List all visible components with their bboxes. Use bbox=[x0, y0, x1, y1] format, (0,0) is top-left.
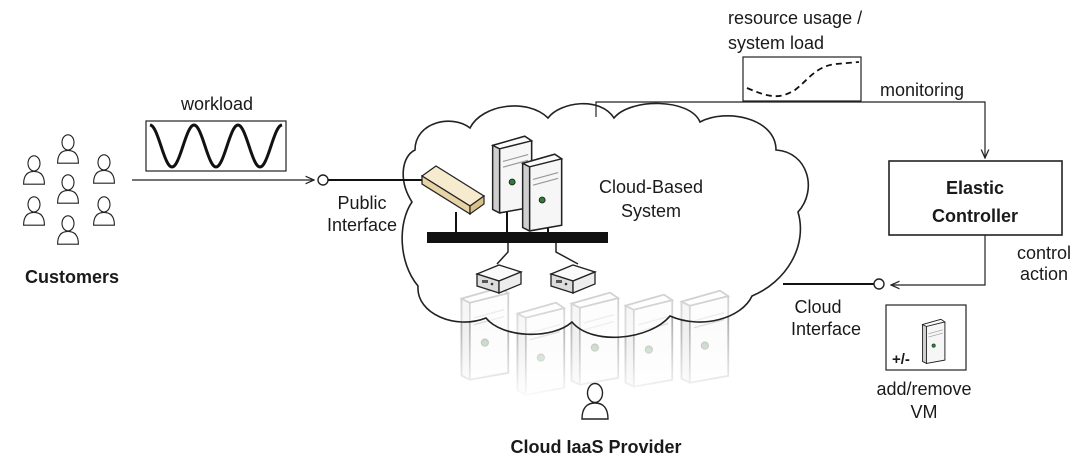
cloud-interface-label-1: Cloud bbox=[794, 297, 841, 317]
controller-label-1: Elastic bbox=[946, 178, 1004, 198]
add-remove-label-1: add/remove bbox=[876, 379, 971, 399]
monitoring-connector bbox=[595, 101, 985, 158]
resource-usage-chart: resource usage / system load bbox=[728, 8, 862, 102]
person-icon bbox=[93, 196, 115, 226]
person-icon bbox=[57, 174, 79, 204]
server-tower-icon bbox=[521, 153, 563, 232]
controller-label-2: Controller bbox=[932, 206, 1018, 226]
elastic-controller-box bbox=[888, 160, 1063, 236]
network-switch bbox=[420, 165, 486, 216]
control-action-label-1: control bbox=[1017, 243, 1071, 263]
workload-chart-frame bbox=[145, 120, 287, 172]
cloud-interface-label-2: Interface bbox=[791, 319, 861, 339]
server-tower-icon bbox=[921, 318, 946, 364]
plus-minus-label: +/- bbox=[892, 351, 910, 368]
person-icon bbox=[23, 155, 45, 185]
person-icon bbox=[57, 215, 79, 245]
resource-usage-label-1: resource usage / bbox=[728, 8, 862, 28]
network-bus bbox=[427, 232, 608, 243]
cloud-shape bbox=[401, 102, 810, 339]
person-icon bbox=[93, 154, 115, 184]
provider-label: Cloud IaaS Provider bbox=[510, 437, 681, 457]
monitoring-label: monitoring bbox=[880, 80, 964, 100]
control-action-label-2: action bbox=[1020, 264, 1068, 284]
public-interface-label-2: Interface bbox=[327, 215, 397, 235]
cloud-system-label-2: System bbox=[621, 201, 681, 221]
usage-chart-frame bbox=[742, 56, 862, 102]
add-remove-label-2: VM bbox=[911, 402, 938, 422]
workload-wave bbox=[149, 123, 283, 169]
customers-label: Customers bbox=[25, 267, 119, 287]
cloud-system-label-1: Cloud-Based bbox=[599, 177, 703, 197]
control-action-connector bbox=[891, 235, 986, 285]
usage-curve bbox=[746, 61, 860, 98]
person-icon bbox=[57, 134, 79, 164]
customers-group bbox=[23, 134, 115, 245]
workload-label: workload bbox=[180, 94, 253, 114]
public-interface-label-1: Public bbox=[337, 193, 386, 213]
resource-usage-label-2: system load bbox=[728, 33, 824, 53]
person-icon bbox=[23, 196, 45, 226]
public-interface-port bbox=[317, 174, 329, 186]
cloud-interface-port bbox=[873, 278, 885, 290]
